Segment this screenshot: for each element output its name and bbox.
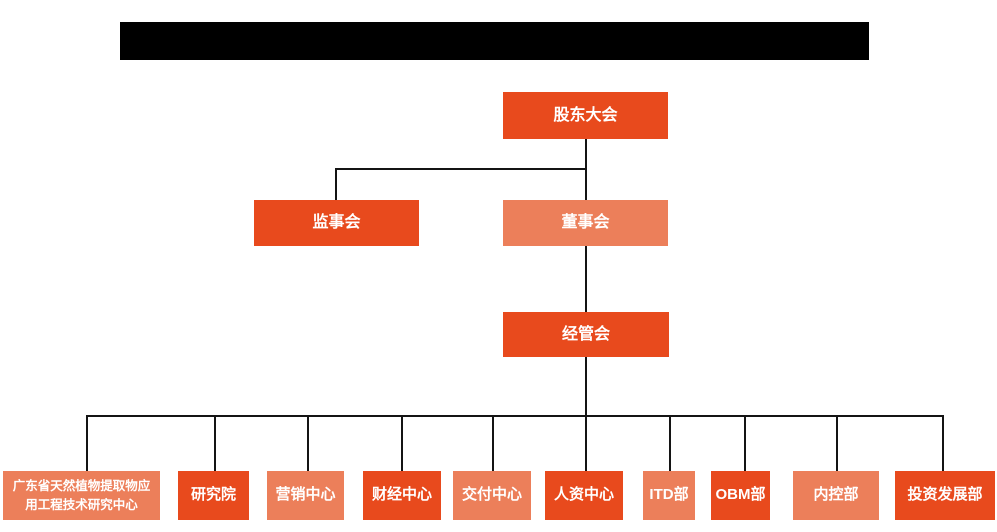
connector-line [335,168,587,170]
connector-line [401,415,403,471]
connector-line [942,415,944,471]
connector-line [836,415,838,471]
org-node-marketing-center: 营销中心 [267,471,344,520]
org-node-board-of-directors: 董事会 [503,200,668,246]
connector-line [585,415,587,471]
org-node-management-committee: 经管会 [503,312,669,357]
org-node-supervisory-board: 监事会 [254,200,419,246]
org-node-obm-department: OBM部 [711,471,770,520]
org-node-itd-department: ITD部 [643,471,695,520]
connector-line [585,357,587,416]
connector-line [307,415,309,471]
org-node-internal-control-department: 内控部 [793,471,879,520]
connector-line [86,415,88,471]
connector-line [585,246,587,312]
org-node-finance-center: 财经中心 [363,471,441,520]
org-node-investment-development-department: 投资发展部 [895,471,995,520]
org-node-hr-center: 人资中心 [545,471,623,520]
connector-line [335,168,337,200]
connector-line [86,415,944,417]
org-node-research-institute: 研究院 [178,471,249,520]
org-node-delivery-center: 交付中心 [453,471,531,520]
connector-line [744,415,746,471]
redacted-title-bar [120,22,869,60]
connector-line [214,415,216,471]
org-node-shareholders-meeting: 股东大会 [503,92,668,139]
org-node-research-center: 广东省天然植物提取物应用工程技术研究中心 [3,471,160,520]
connector-line [492,415,494,471]
connector-line [669,415,671,471]
